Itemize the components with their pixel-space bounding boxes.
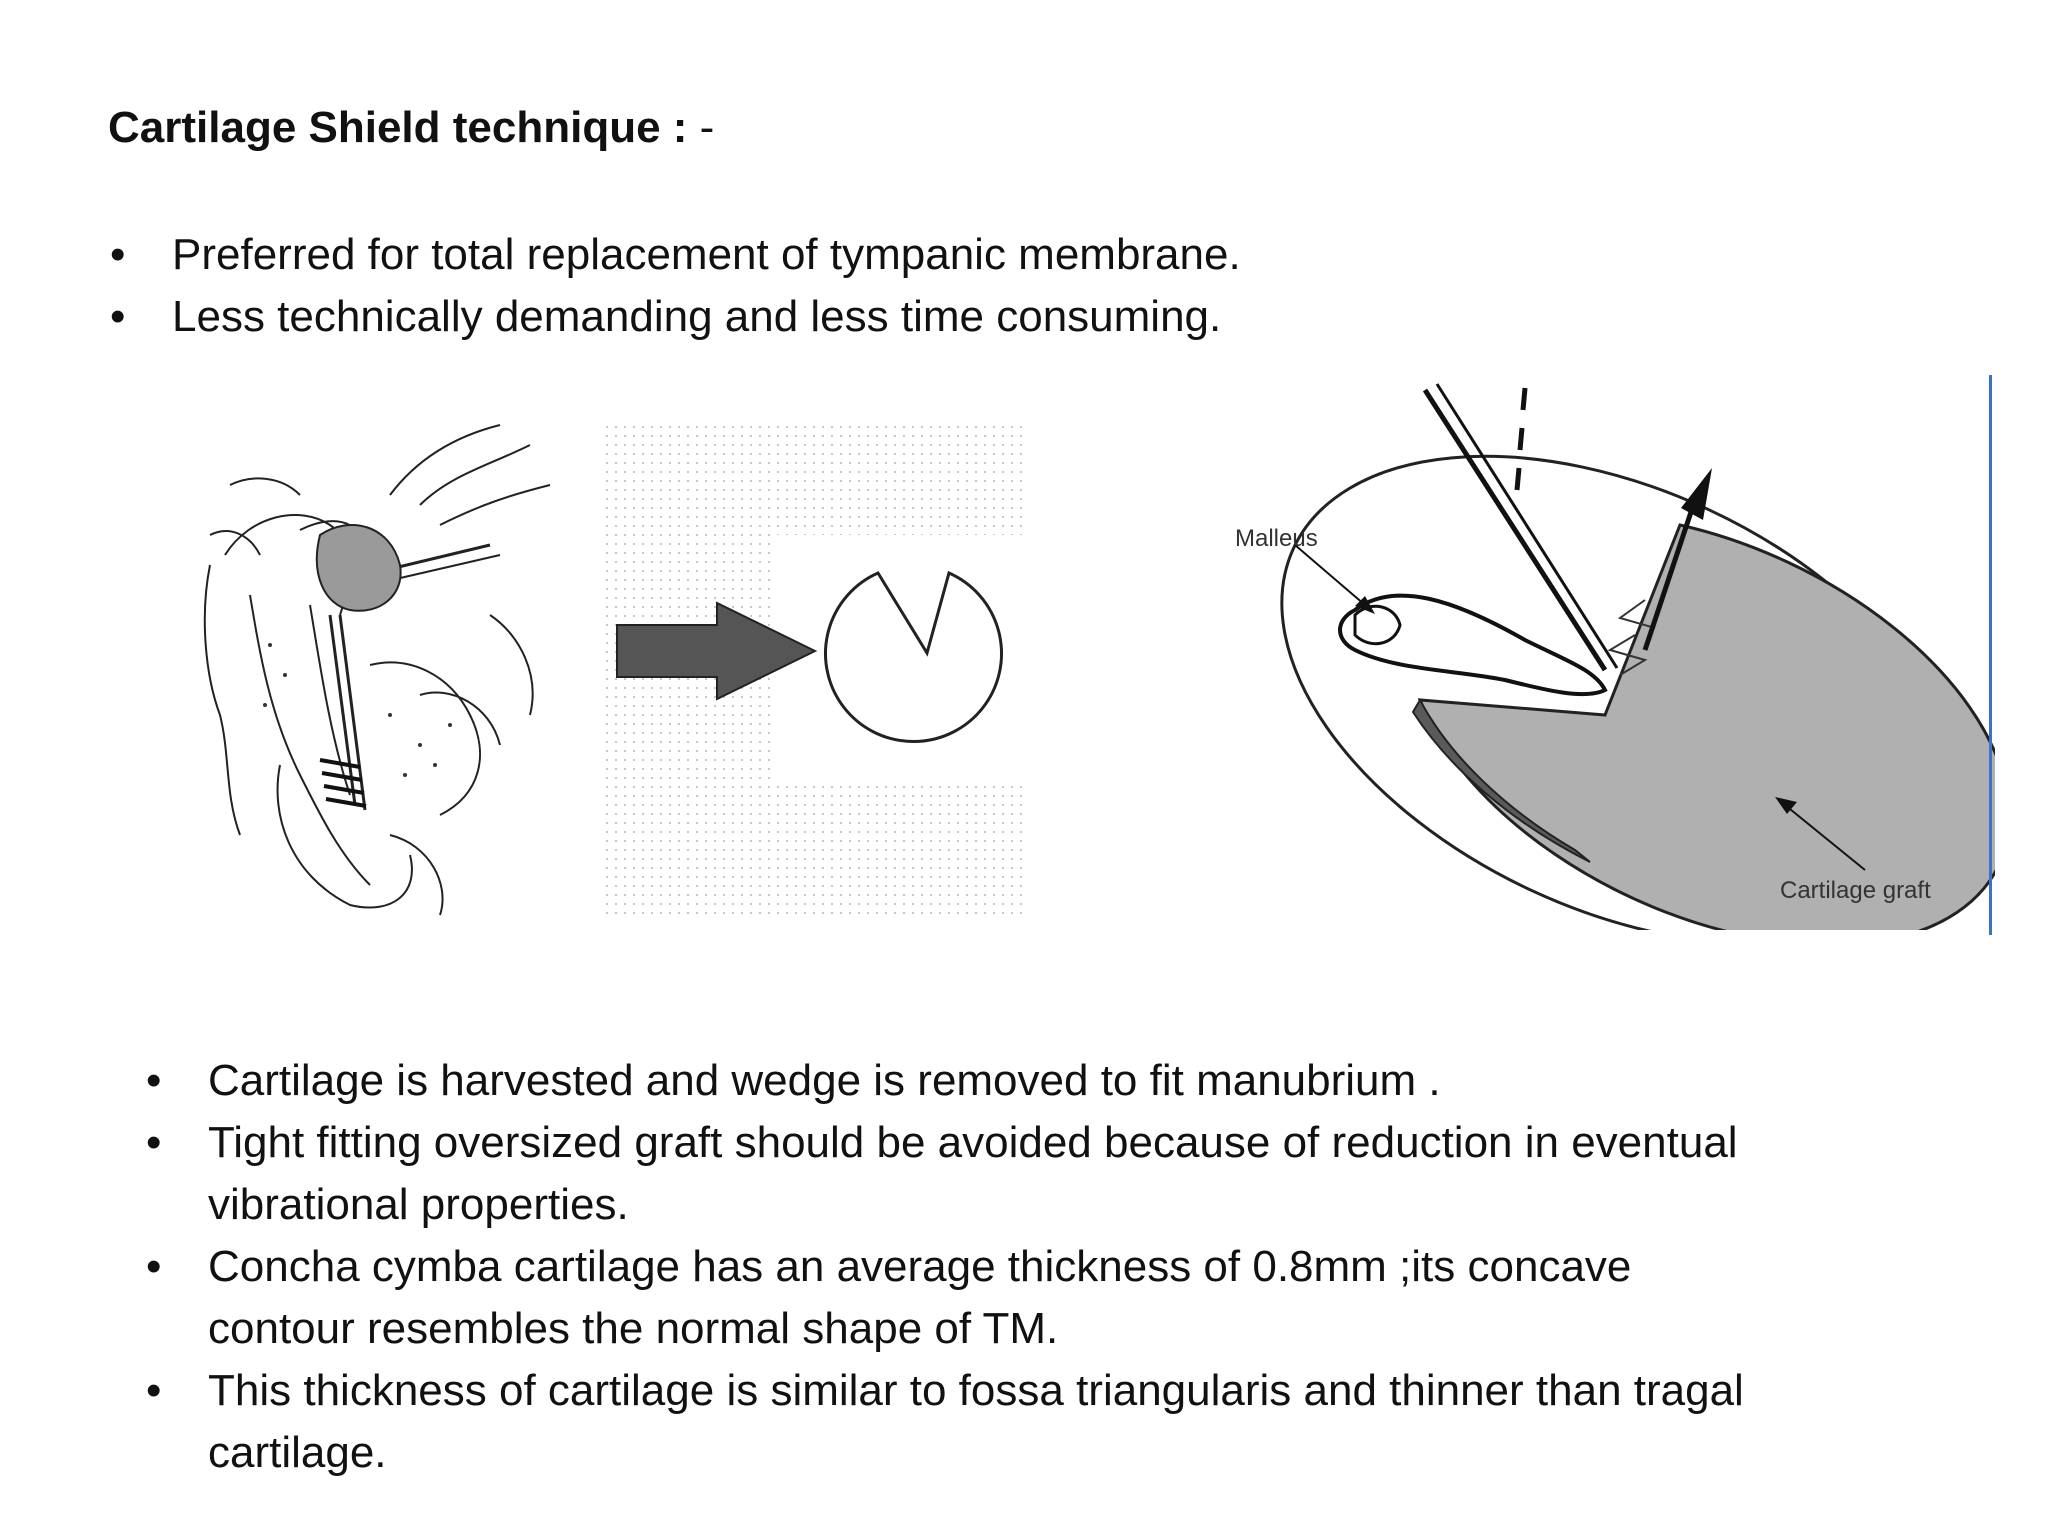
bullet-text-continued: cartilage. — [208, 1428, 387, 1477]
figure-border-line — [1989, 375, 1992, 935]
slide-title-bold: Cartilage Shield technique : — [108, 103, 688, 152]
bullet-icon: • — [146, 1056, 162, 1105]
ear-surgery-illustration — [203, 424, 551, 916]
bullet-icon: • — [146, 1242, 162, 1291]
bullet-text: Less technically demanding and less time… — [172, 292, 1222, 341]
cartilage-graft-diagram — [1280, 383, 1995, 930]
slide-title: Cartilage Shield technique : - — [108, 100, 714, 156]
list-item: • Cartilage is harvested and wedge is rem… — [146, 1050, 1744, 1112]
list-item: • Preferred for total replacement of tymp… — [110, 224, 1241, 286]
bullet-text: Preferred for total replacement of tympa… — [172, 230, 1241, 279]
label-malleus: Malleus — [1235, 525, 1318, 552]
list-item: • Less technically demanding and less tim… — [110, 286, 1241, 348]
bullet-text: Concha cymba cartilage has an average th… — [208, 1242, 1632, 1291]
arrow-right-icon — [616, 601, 818, 701]
notched-cartilage-disc — [824, 570, 1003, 744]
bottom-bullet-list: • Cartilage is harvested and wedge is rem… — [146, 1050, 1744, 1484]
list-item: • Concha cymba cartilage has an average t… — [146, 1236, 1744, 1360]
list-item: • Tight fitting oversized graft should be… — [146, 1112, 1744, 1236]
graft-leader-line — [1784, 804, 1866, 871]
top-bullet-list: • Preferred for total replacement of tymp… — [110, 224, 1241, 348]
bullet-icon: • — [110, 230, 126, 279]
malleus-leader-line — [1294, 544, 1366, 606]
bullet-text: Tight fitting oversized graft should be … — [208, 1118, 1738, 1167]
bullet-text: Cartilage is harvested and wedge is remo… — [208, 1056, 1441, 1105]
bullet-icon: • — [146, 1118, 162, 1167]
bullet-icon: • — [110, 292, 126, 341]
bullet-text-continued: vibrational properties. — [208, 1180, 629, 1229]
bullet-text-continued: contour resembles the normal shape of TM… — [208, 1304, 1059, 1353]
bullet-text: This thickness of cartilage is similar t… — [208, 1366, 1744, 1415]
wedge-removal-diagram — [605, 425, 1023, 915]
slide-title-suffix: - — [687, 103, 715, 152]
label-cartilage-graft: Cartilage graft — [1780, 877, 1931, 904]
list-item: • This thickness of cartilage is similar … — [146, 1360, 1744, 1484]
bullet-icon: • — [146, 1366, 162, 1415]
arrow-up-icon — [1681, 468, 1712, 520]
